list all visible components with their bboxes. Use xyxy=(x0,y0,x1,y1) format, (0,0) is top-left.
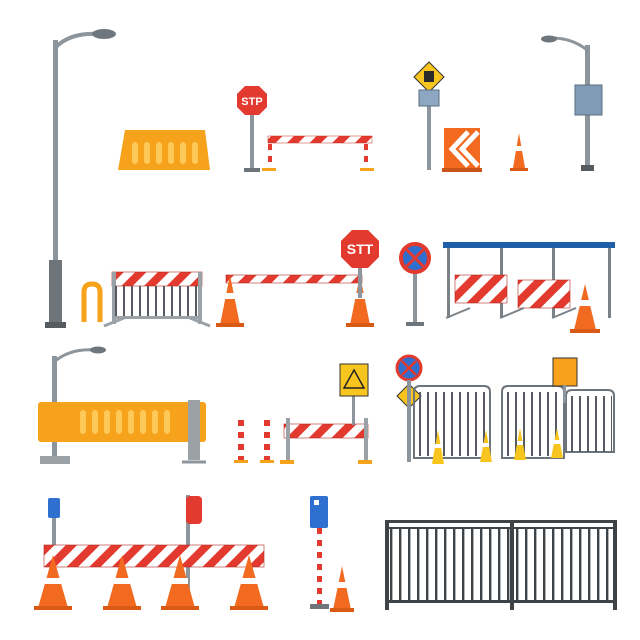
street-lamp-with-sign xyxy=(541,35,603,171)
no-stopping-sign xyxy=(399,242,431,326)
orange-plastic-barricade xyxy=(118,130,210,170)
traffic-cone-small xyxy=(510,133,528,171)
lamp-with-orange-barrier xyxy=(38,346,206,464)
striped-barrier-with-sign xyxy=(280,418,372,464)
steel-fence-panels-with-cones xyxy=(395,354,615,464)
stop-sign-small: STP xyxy=(237,86,267,172)
striped-boom-barrier xyxy=(262,135,374,171)
bus-shelter-with-barriers xyxy=(443,242,615,319)
striped-posts xyxy=(234,418,274,463)
street-lamp-tall xyxy=(45,29,116,328)
traffic-cone-large xyxy=(570,284,600,333)
blue-parking-sign-post xyxy=(310,496,329,609)
stop-sign-large: STT xyxy=(341,230,379,298)
pedestrian-warning-sign xyxy=(413,61,445,170)
striped-crowd-barrier xyxy=(103,271,211,328)
stop-sign-small-label: STP xyxy=(241,96,262,108)
traffic-cone-single xyxy=(330,566,354,612)
boom-gate-on-cones xyxy=(216,274,374,327)
chevron-panel xyxy=(442,128,482,172)
striped-barricade-row-with-cones xyxy=(34,495,268,610)
steel-fence-long xyxy=(385,520,617,610)
bike-rack-post xyxy=(81,281,103,322)
stop-sign-large-label: STT xyxy=(347,241,374,257)
warning-sign-yellow xyxy=(339,363,369,425)
